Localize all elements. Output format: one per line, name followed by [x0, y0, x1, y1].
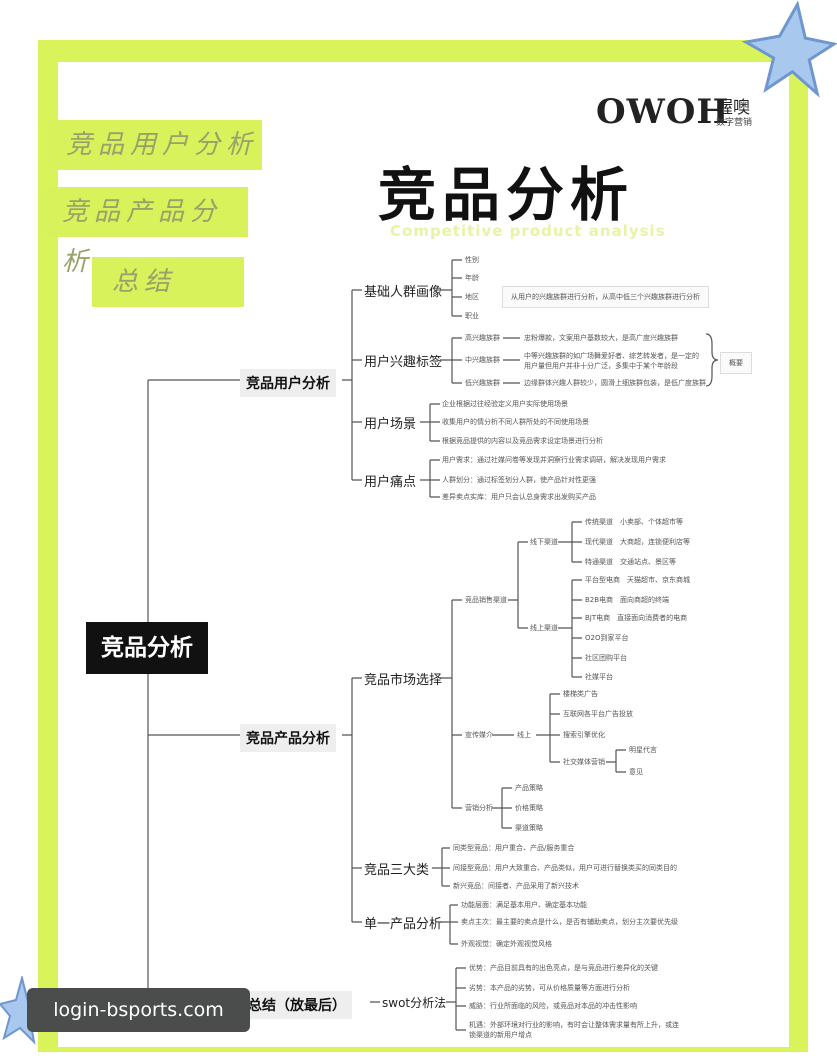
brand-logo-sub: 数字营销: [716, 118, 753, 128]
pain-item: 差异卖点实库：用户只会认总身需求出发购买产品: [442, 493, 596, 501]
star-icon: [741, 0, 837, 98]
social-item: 意见: [629, 768, 643, 776]
portrait-item: 年龄: [465, 274, 479, 282]
brand-logo: OWOH: [596, 92, 730, 132]
interest-desc: 忠粉爆款，文案用户基数较大，是高广度兴趣族群: [524, 334, 678, 342]
sidebar-tab-user[interactable]: 竞品用户分析: [46, 120, 262, 170]
swot-item: 优势：产品目前具有的出色亮点，是与竞品进行差异化的关键: [469, 964, 658, 972]
branch-product: 竞品产品分析: [240, 724, 336, 752]
online-item: 社媒平台: [585, 673, 613, 681]
node-portrait: 基础人群画像: [364, 285, 443, 300]
watermark-badge[interactable]: login-bsports.com: [27, 988, 250, 1032]
node-market: 竞品市场选择: [364, 673, 443, 688]
swot-item: 威胁：行业所面临的风险，或竞品对本品的冲击性影响: [469, 1002, 637, 1010]
branch-summary: 总结（放最后）: [242, 991, 352, 1019]
portrait-item: 职业: [465, 312, 479, 320]
node-pain: 用户痛点: [364, 475, 417, 490]
three-item: 新兴竞品：间接者、产品采用了新兴技术: [453, 882, 579, 890]
online-item: 社区团购平台: [585, 654, 627, 662]
root-node: 竞品分析: [86, 622, 208, 674]
node-swot: swot分析法: [382, 996, 447, 1010]
social-item: 明星代言: [629, 746, 657, 754]
interest-label: 低兴趣族群: [465, 379, 500, 387]
node-three: 竞品三大类: [364, 863, 430, 878]
portrait-note: 从用户的兴趣族群进行分析，从高中低三个兴趣族群进行分析: [502, 286, 709, 308]
scene-item: 企业根据过往经验定义用户实际使用场景: [442, 400, 568, 408]
interest-label: 高兴趣族群: [465, 334, 500, 342]
scene-item: 收集用户的情分析不同人群所处的不同使用场景: [442, 418, 589, 426]
market-online: 线上渠道: [530, 624, 558, 632]
pain-item: 用户需求：通过社媒问卷等发现并洞察行业需求调研，解决发现用户需求: [442, 456, 666, 464]
swot-item: 机遇：外部环境对行业的影响，有时会让整体需求量有所上升，或连锁渠道的新用户增点: [469, 1021, 679, 1039]
pain-item: 人群划分：通过标签划分人群，使产品针对性更强: [442, 476, 596, 484]
interest-bracket-label: 概要: [720, 352, 752, 374]
portrait-item: 地区: [465, 293, 479, 301]
node-interest: 用户兴趣标签: [364, 355, 443, 370]
single-item: 外观视觉：确定外观视觉风格: [461, 940, 552, 948]
interest-label: 中兴趣族群: [465, 356, 500, 364]
promo-item: 互联网各平台广告投放: [563, 710, 633, 718]
marketing-item: 渠道策略: [515, 824, 543, 832]
page-title: 竞品分析: [378, 161, 635, 229]
market-channel: 竞品销售渠道: [465, 596, 507, 604]
single-item: 功能层面：满足基本用户、确定基本功能: [461, 901, 587, 909]
promo-item: 社交媒体营销: [563, 758, 605, 766]
swot-item: 劣势：本产品的劣势，可从价格质量等方面进行分析: [469, 984, 630, 992]
market-promo: 宣传媒介: [465, 731, 493, 739]
sidebar-tab-product[interactable]: 竞品产品分析: [42, 187, 248, 277]
promo-item: 楼梯类广告: [563, 690, 598, 698]
market-offline: 线下渠道: [530, 538, 558, 546]
branch-user: 竞品用户分析: [240, 369, 336, 397]
online-item: B2B电商 面向商超的终端: [585, 596, 670, 604]
marketing-item: 产品策略: [515, 784, 543, 792]
sidebar-tab-summary[interactable]: 总结: [92, 257, 244, 307]
node-single: 单一产品分析: [364, 917, 443, 932]
promo-online: 线上: [517, 731, 531, 739]
brand-logo-cn: 喔噢: [716, 98, 750, 118]
offline-item: 现代渠道 大商超，连锁便利店等: [585, 538, 690, 546]
market-marketing: 营销分析: [465, 804, 493, 812]
offline-item: 传统渠道 小卖部、个体超市等: [585, 518, 683, 526]
three-item: 同类型竞品：用户重合、产品/服务重合: [453, 844, 575, 852]
interest-desc: 边缘群体兴趣人群较少，圆滑上细族群包装，是低广度族群: [524, 379, 706, 387]
marketing-item: 价格策略: [515, 804, 543, 812]
portrait-item: 性别: [465, 256, 479, 264]
promo-item: 搜索引擎优化: [563, 731, 605, 739]
scene-item: 根据竞品提供的内容以及竞品需求设定场景进行分析: [442, 437, 603, 445]
online-item: O2O到家平台: [585, 634, 629, 642]
interest-desc: 中等兴趣族群的如广场舞爱好者、综艺转发者，是一定的用户量但用户并非十分广泛，多集…: [524, 352, 699, 370]
node-scene: 用户场景: [364, 417, 417, 432]
three-item: 间接型竞品：用户大致重合、产品类似，用户可进行替换类买的同类目的: [453, 864, 677, 872]
offline-item: 特通渠道 交通站点、景区等: [585, 558, 676, 566]
online-item: BJT电商 直接面向消费者的电商: [585, 614, 688, 622]
online-item: 平台型电商 天猫超市、京东商城: [585, 576, 690, 584]
single-item: 卖点主次：最主要的卖点是什么，是否有辅助卖点，划分主次要优先级: [461, 918, 678, 926]
page-subtitle: Competitive product analysis: [390, 222, 666, 240]
